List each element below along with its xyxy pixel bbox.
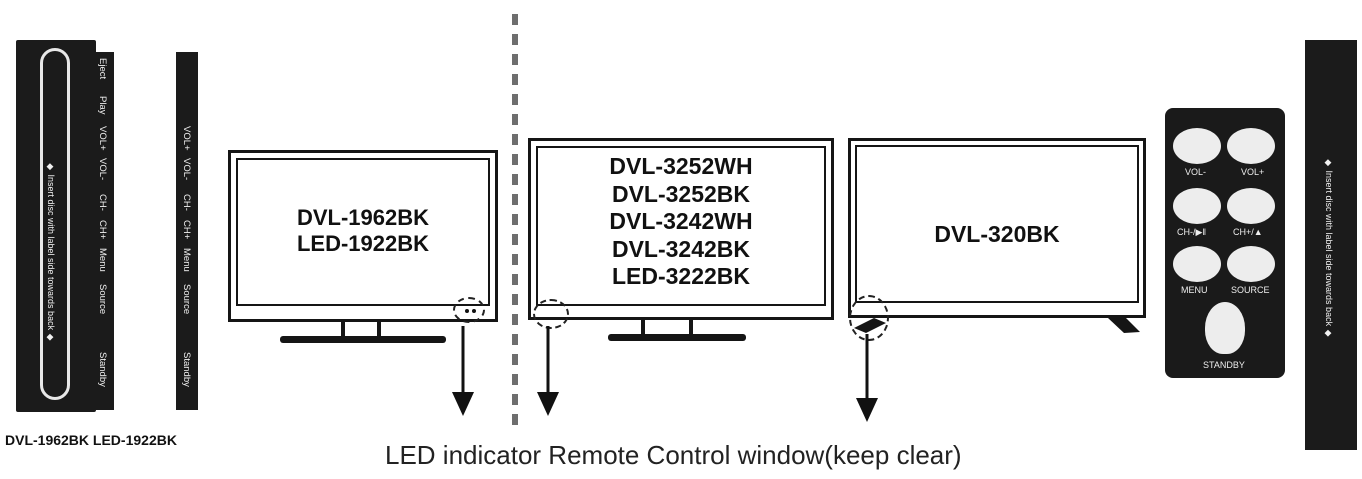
strip2-label-vol-down: VOL- — [181, 158, 192, 181]
strip1-label-play: Play — [97, 96, 108, 115]
tv-medium-stand — [608, 320, 746, 341]
vol-up-button-shape — [1227, 128, 1275, 164]
bottom-caption: LED indicator Remote Control window(keep… — [385, 440, 962, 470]
strip2-label-vol-up: VOL+ — [181, 126, 192, 151]
slot-instruction-text: ◆ Insert disc with label side towards ba… — [46, 162, 56, 343]
strip2-label-ch-down: CH- — [181, 194, 192, 211]
strip2-label-menu: Menu — [181, 248, 192, 272]
tv-small-stand — [280, 322, 446, 343]
tv-frameless-models: DVL-320BK — [851, 221, 1143, 248]
strip2-label-standby: Standby — [181, 352, 192, 387]
strip1-label-ch-up: CH+ — [97, 220, 108, 240]
source-button-shape — [1227, 246, 1275, 282]
ch-down-label: CH-/▶‖ — [1177, 227, 1207, 237]
led-indicator-dot — [465, 309, 469, 313]
vol-up-label: VOL+ — [1241, 167, 1265, 177]
strip1-label-source: Source — [97, 284, 108, 315]
side-button-strip-dvd: Eject Play VOL+ VOL- CH- CH+ Menu Source… — [92, 52, 114, 410]
ch-down-button-shape — [1173, 188, 1221, 224]
menu-button-shape — [1173, 246, 1221, 282]
down-arrows — [452, 326, 878, 422]
tv-medium-screen — [536, 146, 826, 306]
strip1-label-vol-down: VOL- — [97, 158, 108, 181]
tv-small: DVL-1962BK LED-1922BK — [228, 150, 498, 323]
strip1-label-standby: Standby — [97, 352, 108, 387]
rear-control-panel: VOL- VOL+ CH-/▶‖ CH+/▲ MENU SOURCE STAND… — [1165, 108, 1285, 378]
model-label: LED-3222BK — [611, 263, 751, 290]
source-label: SOURCE — [1231, 285, 1270, 295]
tv-medium-models: DVL-3252WH DVL-3252BK DVL-3242WH DVL-324… — [531, 153, 831, 291]
disc-slot-panel: ◆ Insert disc with label side towards ba… — [16, 40, 96, 412]
model-label: DVL-3252WH — [609, 153, 753, 179]
right-disc-panel: ◆ Insert disc with label side towards ba… — [1305, 40, 1357, 450]
strip1-label-eject: Eject — [97, 58, 108, 80]
tv-small-models: DVL-1962BK LED-1922BK — [231, 205, 495, 257]
led-indicator-highlight — [453, 297, 485, 323]
side-button-strip-led: VOL+ VOL- CH- CH+ Menu Source Standby — [176, 52, 198, 410]
model-label: DVL-3242BK — [611, 235, 751, 262]
model-label: LED-1922BK — [296, 230, 430, 256]
ch-up-label: CH+/▲ — [1233, 227, 1263, 237]
tv-frameless: DVL-320BK — [848, 138, 1146, 341]
tv-medium: DVL-3252WH DVL-3252BK DVL-3242WH DVL-324… — [528, 138, 834, 329]
vol-down-button-shape — [1173, 128, 1221, 164]
tv-small-screen — [236, 158, 490, 306]
model-label: DVL-320BK — [934, 221, 1060, 247]
section-divider — [512, 14, 518, 426]
strip2-label-ch-up: CH+ — [181, 220, 192, 240]
disc-slot — [40, 48, 70, 400]
model-label: DVL-3242WH — [609, 208, 753, 235]
ir-window-dot — [472, 309, 476, 313]
menu-label: MENU — [1181, 285, 1208, 295]
tv-frameless-screen — [855, 145, 1139, 303]
ch-up-button-shape — [1227, 188, 1275, 224]
strip1-label-menu: Menu — [97, 248, 108, 272]
strip2-label-source: Source — [181, 284, 192, 315]
model-label: DVL-3252BK — [611, 180, 751, 207]
led-indicator-highlight — [849, 295, 889, 341]
vol-down-label: VOL- — [1185, 167, 1207, 177]
right-panel-instruction-text: ◆ Insert disc with label side towards ba… — [1324, 158, 1334, 339]
tv-frameless-feet — [854, 318, 1140, 333]
standby-label: STANDBY — [1203, 360, 1245, 370]
strip1-label-vol-up: VOL+ — [97, 126, 108, 151]
model-label: DVL-1962BK — [296, 205, 430, 230]
standby-button-shape — [1205, 302, 1245, 354]
strip1-label-ch-down: CH- — [97, 194, 108, 211]
led-indicator-highlight — [533, 299, 569, 329]
left-models-caption: DVL-1962BK LED-1922BK — [5, 432, 177, 448]
